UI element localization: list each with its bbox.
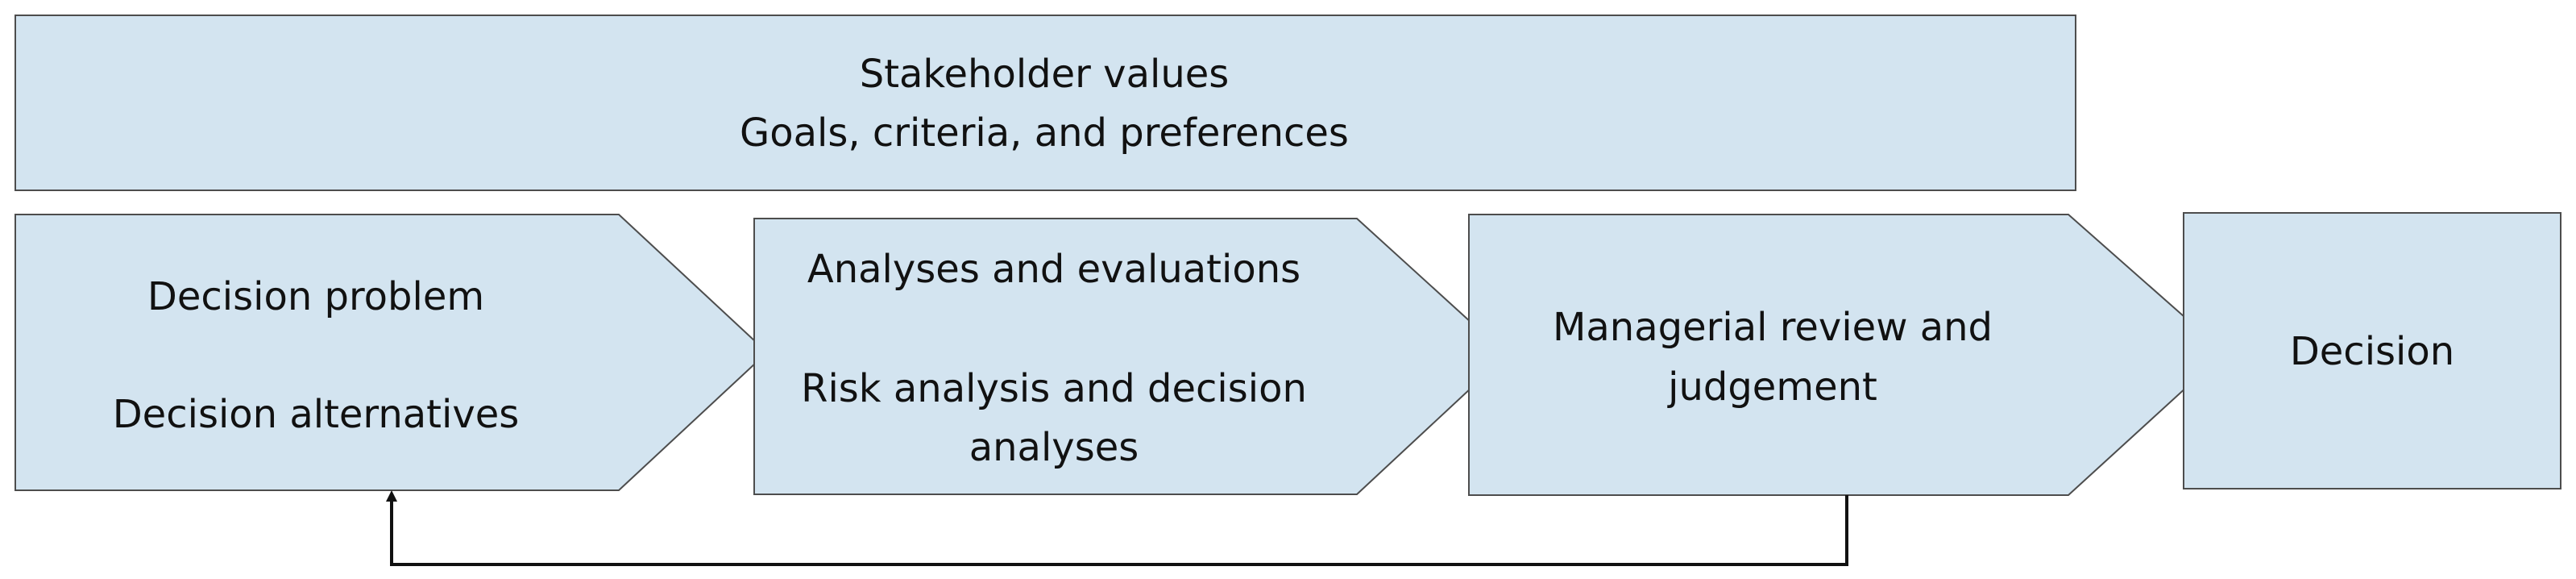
stakeholder-values-box: Stakeholder values Goals, criteria, and … [15, 15, 2076, 191]
step-decision-shape [2183, 212, 2561, 489]
risk-analysis-label-line2: analyses [969, 425, 1139, 470]
step-managerial-review-shape [1468, 214, 2226, 496]
decision-alternatives-label: Decision alternatives [113, 392, 520, 437]
step-analyses: Analyses and evaluations Risk analysis a… [753, 218, 1508, 495]
step-analyses-shape [753, 218, 1508, 495]
step-decision-problem-shape [15, 214, 769, 491]
decision-label: Decision [2290, 329, 2454, 374]
analyses-evaluations-label: Analyses and evaluations [807, 247, 1300, 292]
stakeholder-values-shape [15, 15, 2076, 191]
managerial-review-label-line1: Managerial review and [1553, 305, 1993, 350]
step-decision: Decision [2183, 212, 2561, 489]
decision-problem-label: Decision problem [147, 274, 484, 319]
step-decision-problem: Decision problem Decision alternatives [15, 214, 769, 491]
managerial-review-label-line2: judgement [1667, 364, 1877, 410]
feedback-loop-line [390, 495, 1848, 566]
feedback-loop-arrowhead [386, 490, 397, 502]
step-managerial-review: Managerial review and judgement [1468, 214, 2226, 496]
risk-analysis-label-line1: Risk analysis and decision [801, 366, 1307, 411]
feedback-loop [386, 490, 1848, 566]
stakeholder-values-subtitle: Goals, criteria, and preferences [740, 110, 1349, 156]
stakeholder-values-title: Stakeholder values [860, 52, 1230, 97]
